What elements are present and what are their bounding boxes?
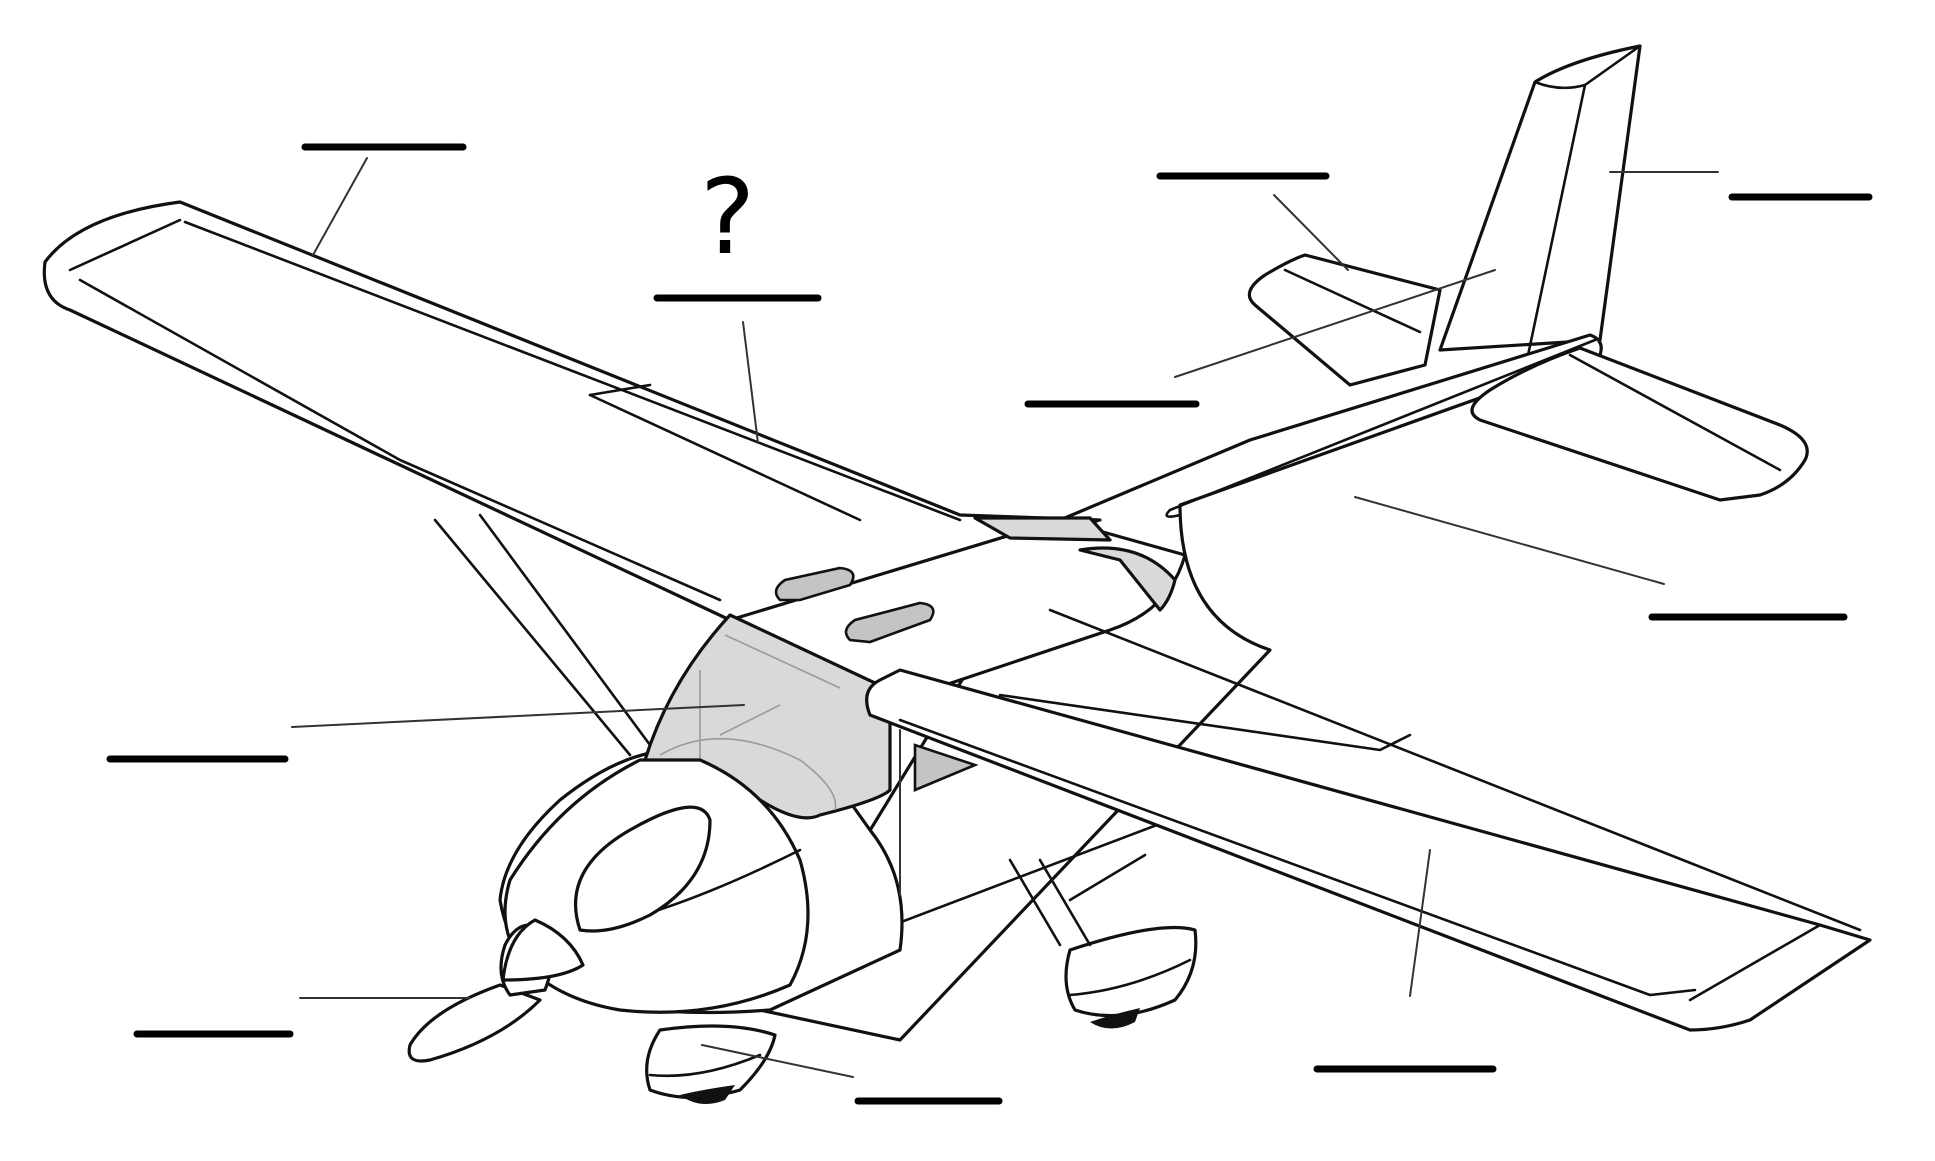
leader-elevator — [1273, 194, 1349, 271]
wing-struts — [433, 513, 1172, 932]
leader-cockpit — [291, 704, 745, 728]
landing-gear-main — [1008, 858, 1198, 1029]
rear-window — [1078, 546, 1177, 612]
landing-gear-nose — [645, 1024, 777, 1104]
leader-lines — [291, 157, 1719, 1078]
leader-flap — [1409, 849, 1431, 997]
engine-cowling — [503, 758, 810, 1014]
propeller — [407, 918, 585, 1063]
left-wing — [42, 200, 1102, 622]
side-window — [913, 743, 979, 792]
leader-left-wing — [312, 157, 368, 256]
leader-landing-gear — [701, 1044, 854, 1078]
top-window — [973, 516, 1112, 542]
answer-blanks — [106, 143, 1873, 1105]
fuselage — [758, 333, 1603, 1042]
leader-fuselage — [1354, 496, 1665, 585]
leader-horizontal-stabilizer — [1174, 269, 1496, 378]
vertical-stabilizer — [1438, 44, 1642, 362]
right-horizontal-stabilizer — [1470, 346, 1809, 502]
question-mark-label: ? — [700, 156, 756, 278]
right-wing — [865, 608, 1872, 1032]
leader-aileron — [742, 321, 759, 444]
